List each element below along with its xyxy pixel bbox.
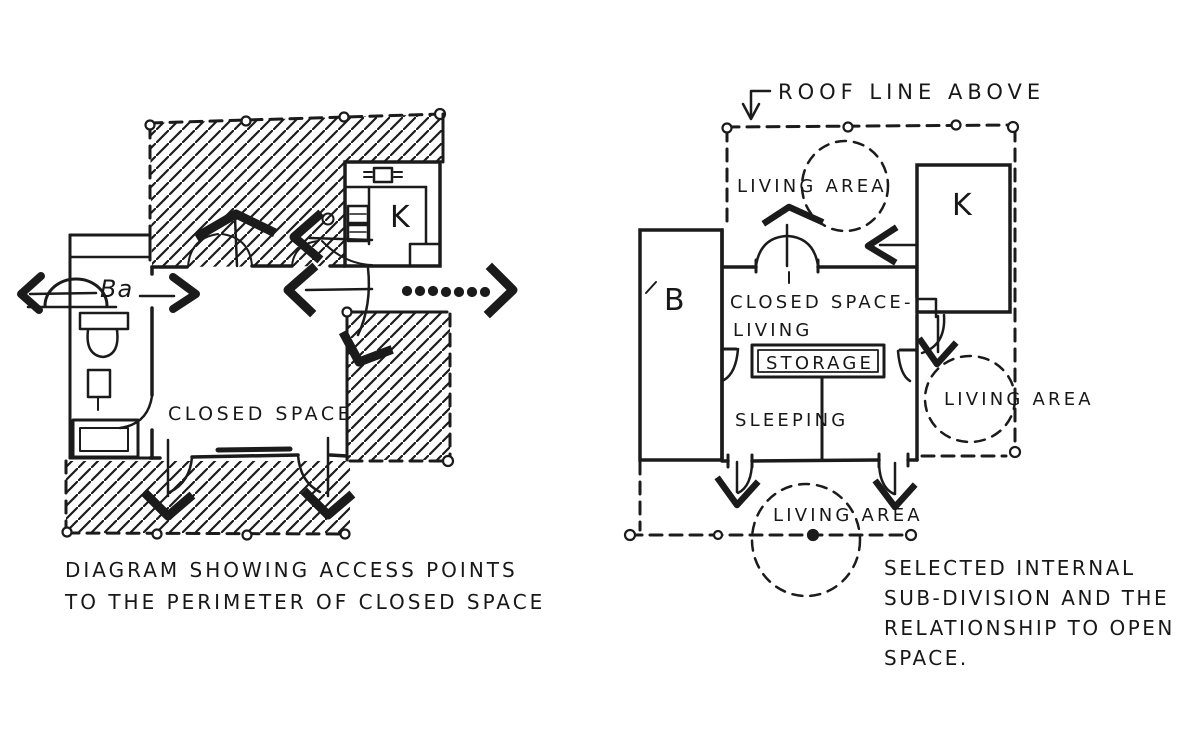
kitchen-door-swing — [321, 240, 373, 266]
kitchen-label-right: K — [952, 188, 973, 223]
bath-room-right: B — [638, 228, 724, 462]
closed-space-living-line1: CLOSED SPACE- — [730, 292, 914, 313]
living-area-bottom-label: LIVING AREA — [773, 505, 923, 526]
living-area-right-circle — [923, 354, 1017, 444]
french-doors — [754, 234, 820, 274]
right-block-edges — [341, 306, 455, 468]
left-caption-line2: TO THE PERIMETER OF CLOSED SPACE — [64, 590, 545, 614]
wall-notch — [916, 297, 938, 319]
bottom-door-left — [714, 453, 761, 509]
hatch-region-right — [347, 312, 450, 460]
living-area-right-label: LIVING AREA — [944, 389, 1094, 410]
sleeping-area: SLEEPING — [735, 375, 848, 462]
access-arrow-left-upper-icon — [289, 209, 374, 264]
access-arrow-down-left-bottom-icon — [140, 438, 196, 521]
access-arrow-down-right-icon — [338, 266, 394, 367]
down-arrow-icon — [741, 102, 761, 121]
storage-label: STORAGE — [766, 353, 874, 374]
access-arrow-double-icon — [17, 272, 200, 314]
closed-space-walls: CLOSED SPACE — [118, 265, 353, 494]
right-caption-line3: RELATIONSHIP TO OPEN — [884, 616, 1175, 640]
right-caption-line1: SELECTED INTERNAL — [884, 556, 1136, 580]
roof-outline — [623, 119, 1022, 542]
perimeter-top — [144, 107, 447, 268]
living-area-bottom-circle — [750, 482, 862, 598]
kitchen-exit-door — [916, 313, 959, 368]
sleeping-label: SLEEPING — [735, 410, 848, 431]
closed-space-top-wall — [150, 233, 347, 269]
living-area-top-label: LIVING AREA — [737, 176, 887, 197]
toilet-tank-icon — [78, 311, 130, 331]
cabinet-icon — [71, 418, 140, 459]
roof-line-note: ROOF LINE ABOVE — [778, 80, 1045, 104]
bath-label-right: B — [664, 283, 686, 318]
bottom-door-right — [872, 452, 918, 511]
kitchen-label: K — [390, 200, 411, 235]
fixture-icon — [86, 368, 112, 399]
bath-label: Ba — [100, 275, 133, 303]
bath-room: Ba — [26, 233, 152, 460]
closed-space-living-line2: LIVING — [733, 320, 813, 341]
right-caption-line2: SUB-DIVISION AND THE — [884, 586, 1169, 610]
access-arrow-dotted-icon — [401, 262, 518, 319]
right-caption-line4: SPACE. — [884, 646, 969, 670]
hatch-region-top — [150, 114, 443, 267]
closed-space-label: CLOSED SPACE — [168, 403, 353, 425]
kitchen-room: K — [321, 160, 442, 268]
storage-unit: STORAGE — [720, 343, 919, 383]
access-arrow-left-lower-icon — [283, 262, 374, 318]
left-caption-line1: DIAGRAM SHOWING ACCESS POINTS — [65, 558, 518, 582]
bottom-strip-edges — [61, 459, 351, 541]
left-diagram: K Ba — [17, 107, 545, 614]
roof-line-leader — [741, 89, 772, 121]
right-diagram: ROOF LINE ABOVE B — [623, 80, 1175, 670]
stove-icon — [372, 166, 394, 184]
access-arrow-down-right-bottom-icon — [300, 436, 356, 520]
kitchen-room-right: K — [915, 163, 1012, 314]
living-area-top-circle — [800, 139, 890, 233]
toilet-bowl-icon — [86, 328, 119, 359]
entry-arrow-up-icon — [761, 203, 825, 284]
door-knob-icon — [321, 212, 335, 226]
kitchen-arrow-left-icon — [864, 224, 919, 266]
access-arrow-up-icon — [193, 209, 278, 268]
